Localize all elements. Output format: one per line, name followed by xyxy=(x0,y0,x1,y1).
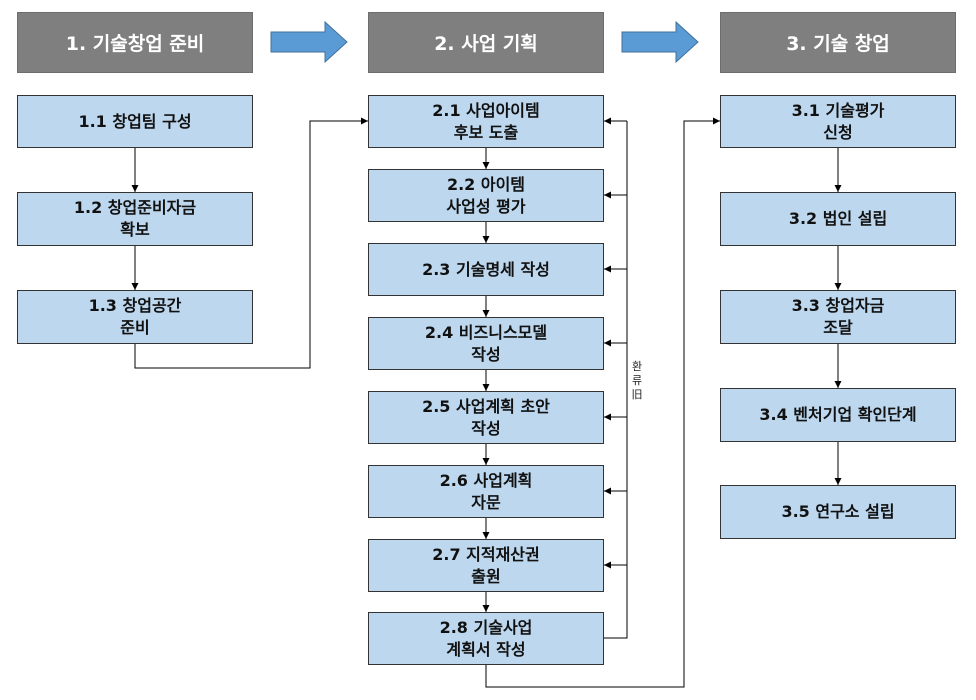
arrow-2-8-to-3-1 xyxy=(485,117,720,688)
step-1-3-label: 1.3 창업공간 준비 xyxy=(88,296,182,337)
stage3-header: 3. 기술 창업 xyxy=(720,12,956,73)
step-2-1-label: 2.1 사업아이템 후보 도출 xyxy=(432,100,540,142)
step-2-7: 2.7 지적재산권 출원 xyxy=(368,539,604,592)
step-1-1: 1.1 창업팀 구성 xyxy=(17,95,253,148)
step-2-4-label: 2.4 비즈니스모델 작성 xyxy=(424,322,548,364)
step-2-2-label: 2.2 아이템 사업성 평가 xyxy=(446,174,526,216)
stage-arrow-1-icon xyxy=(270,20,348,64)
step-2-3: 2.3 기술명세 작성 xyxy=(368,243,604,296)
step-1-2: 1.2 창업준비자금 확보 xyxy=(17,192,253,246)
step-2-4: 2.4 비즈니스모델 작성 xyxy=(368,317,604,370)
step-2-7-label: 2.7 지적재산권 출원 xyxy=(432,544,540,586)
step-1-2-label: 1.2 창업준비자금 확보 xyxy=(73,198,197,239)
step-3-2: 3.2 법인 설립 xyxy=(720,192,956,246)
step-3-4: 3.4 벤처기업 확인단계 xyxy=(720,388,956,442)
feedback-line xyxy=(604,121,628,639)
step-3-2-label: 3.2 법인 설립 xyxy=(788,209,888,228)
stage-arrow-2-icon xyxy=(621,20,699,64)
step-3-1: 3.1 기술평가 신청 xyxy=(720,95,956,148)
step-1-3: 1.3 창업공간 준비 xyxy=(17,290,253,344)
stage1-header: 1. 기술창업 준비 xyxy=(17,12,253,73)
step-2-6-label: 2.6 사업계획 자문 xyxy=(439,470,533,512)
stage2-header: 2. 사업 기획 xyxy=(368,12,604,73)
step-2-6: 2.6 사업계획 자문 xyxy=(368,465,604,518)
step-3-5: 3.5 연구소 설립 xyxy=(720,485,956,539)
step-3-1-label: 3.1 기술평가 신청 xyxy=(791,100,885,142)
arrow-1-3-to-2-1 xyxy=(134,117,368,369)
step-2-5-label: 2.5 사업계획 초안 작성 xyxy=(422,396,550,438)
step-2-5: 2.5 사업계획 초안 작성 xyxy=(368,391,604,444)
feedback-label: 환 류 旧 xyxy=(629,360,645,402)
step-2-8: 2.8 기술사업 계획서 작성 xyxy=(368,612,604,665)
step-2-3-label: 2.3 기술명세 작성 xyxy=(422,259,550,279)
step-3-3-label: 3.3 창업자금 조달 xyxy=(791,296,885,337)
step-2-8-label: 2.8 기술사업 계획서 작성 xyxy=(439,617,533,659)
step-3-5-label: 3.5 연구소 설립 xyxy=(781,502,895,521)
step-3-3: 3.3 창업자금 조달 xyxy=(720,290,956,344)
step-2-1: 2.1 사업아이템 후보 도출 xyxy=(368,95,604,148)
step-2-2: 2.2 아이템 사업성 평가 xyxy=(368,169,604,222)
step-1-1-label: 1.1 창업팀 구성 xyxy=(78,111,192,131)
step-3-4-label: 3.4 벤처기업 확인단계 xyxy=(759,405,917,424)
